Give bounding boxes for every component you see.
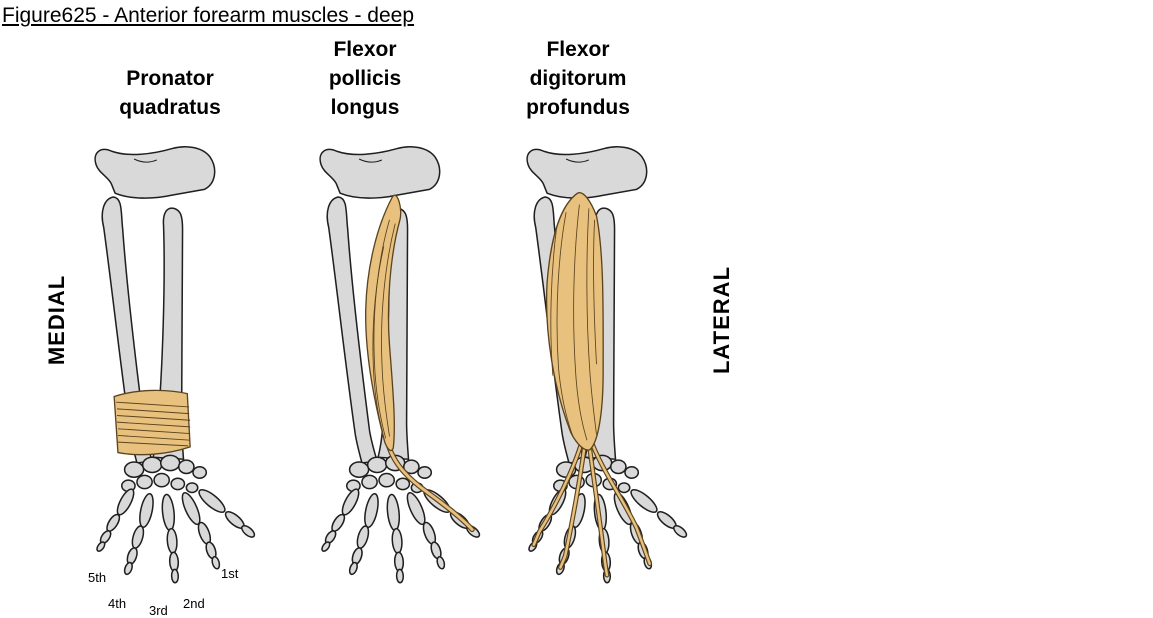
muscle-striations (372, 219, 396, 439)
muscle-striations (550, 204, 597, 441)
finger-label-2nd: 2nd (183, 596, 205, 611)
flexor-digitorum-profundus-muscle (531, 192, 653, 578)
panel-label-pronator-quadratus: Pronator quadratus (119, 67, 221, 119)
panel-label-flexor-pollicis-longus: Flexor pollicis longus (328, 38, 402, 119)
finger-label-3rd: 3rd (149, 603, 168, 618)
finger-label-5th: 5th (88, 570, 107, 585)
finger-label-4th: 4th (108, 596, 127, 611)
pronator-quadratus-muscle (113, 389, 191, 456)
flexor-digitorum-profundus-illustration (526, 145, 690, 584)
finger-tendons (532, 438, 651, 577)
pronator-quadratus-illustration (94, 145, 258, 584)
flexor-pollicis-longus-muscle (365, 194, 475, 533)
finger-label-1st: 1st (221, 566, 239, 581)
muscle-striations (116, 401, 191, 447)
figure-title: Figure625 - Anterior forearm muscles - d… (2, 4, 415, 27)
panel-label-flexor-digitorum-profundus: Flexor digitorum profundus (526, 38, 630, 119)
flexor-pollicis-longus-illustration (319, 145, 483, 584)
